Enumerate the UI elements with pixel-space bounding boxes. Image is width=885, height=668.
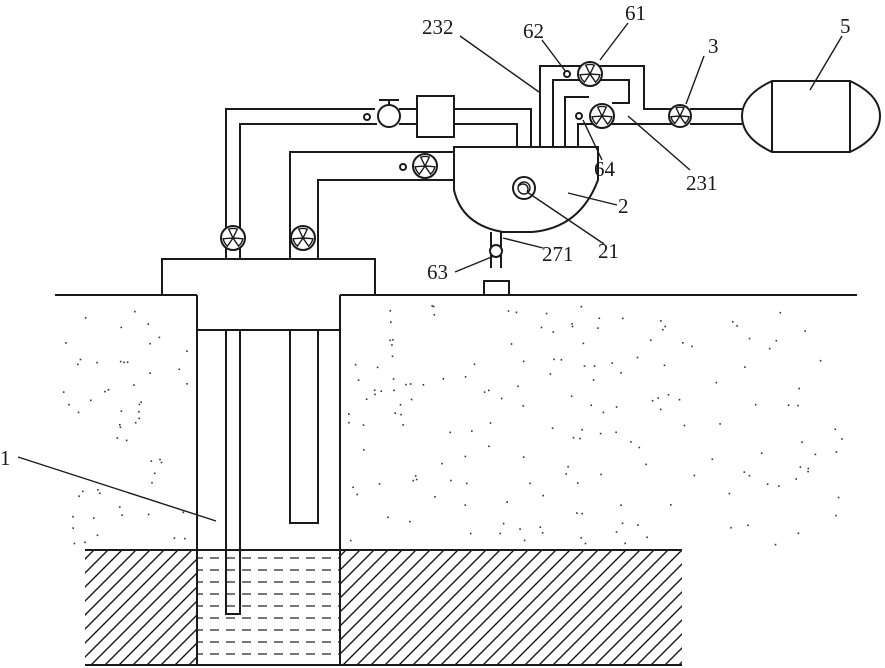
well-water (198, 552, 339, 664)
short-drop-pipe (290, 330, 318, 523)
label-pump-3: 3 (708, 34, 719, 58)
label-vessel: 5 (840, 14, 851, 38)
sensor-dot-lower (400, 164, 406, 170)
label-outlet-271: 271 (542, 242, 574, 266)
return-pipes (540, 66, 742, 147)
label-tank: 2 (618, 194, 629, 218)
label-valve-64: 64 (594, 157, 616, 181)
pump-right-riser-icon (291, 226, 315, 250)
collection-base (484, 281, 509, 295)
pump-tank-inlet-icon (413, 154, 437, 178)
pump-64-icon (590, 104, 614, 128)
aquifer-layer (85, 550, 682, 666)
pump-61-icon (578, 62, 602, 86)
valve-64-dot (576, 113, 582, 119)
label-pump-61: 61 (625, 1, 646, 25)
valve-62-dot (564, 71, 570, 77)
pump-3-icon (669, 105, 691, 127)
sensor-dot (364, 114, 370, 120)
label-pipe-232: 232 (422, 15, 454, 39)
label-stirrer: 21 (598, 239, 619, 263)
gate-valve (364, 100, 400, 127)
filter-box (417, 96, 454, 137)
reference-labels: 1 2 3 5 61 62 63 64 21 231 232 271 (0, 1, 851, 470)
label-valve-62: 62 (523, 19, 544, 43)
tank-outlet (484, 232, 509, 295)
pump-left-riser-icon (221, 226, 245, 250)
mixing-tank (454, 147, 598, 232)
vessel-5 (742, 81, 880, 152)
valve-63-icon (490, 245, 502, 257)
label-valve-63: 63 (427, 260, 448, 284)
label-pipe-231: 231 (686, 171, 718, 195)
label-well: 1 (0, 446, 11, 470)
